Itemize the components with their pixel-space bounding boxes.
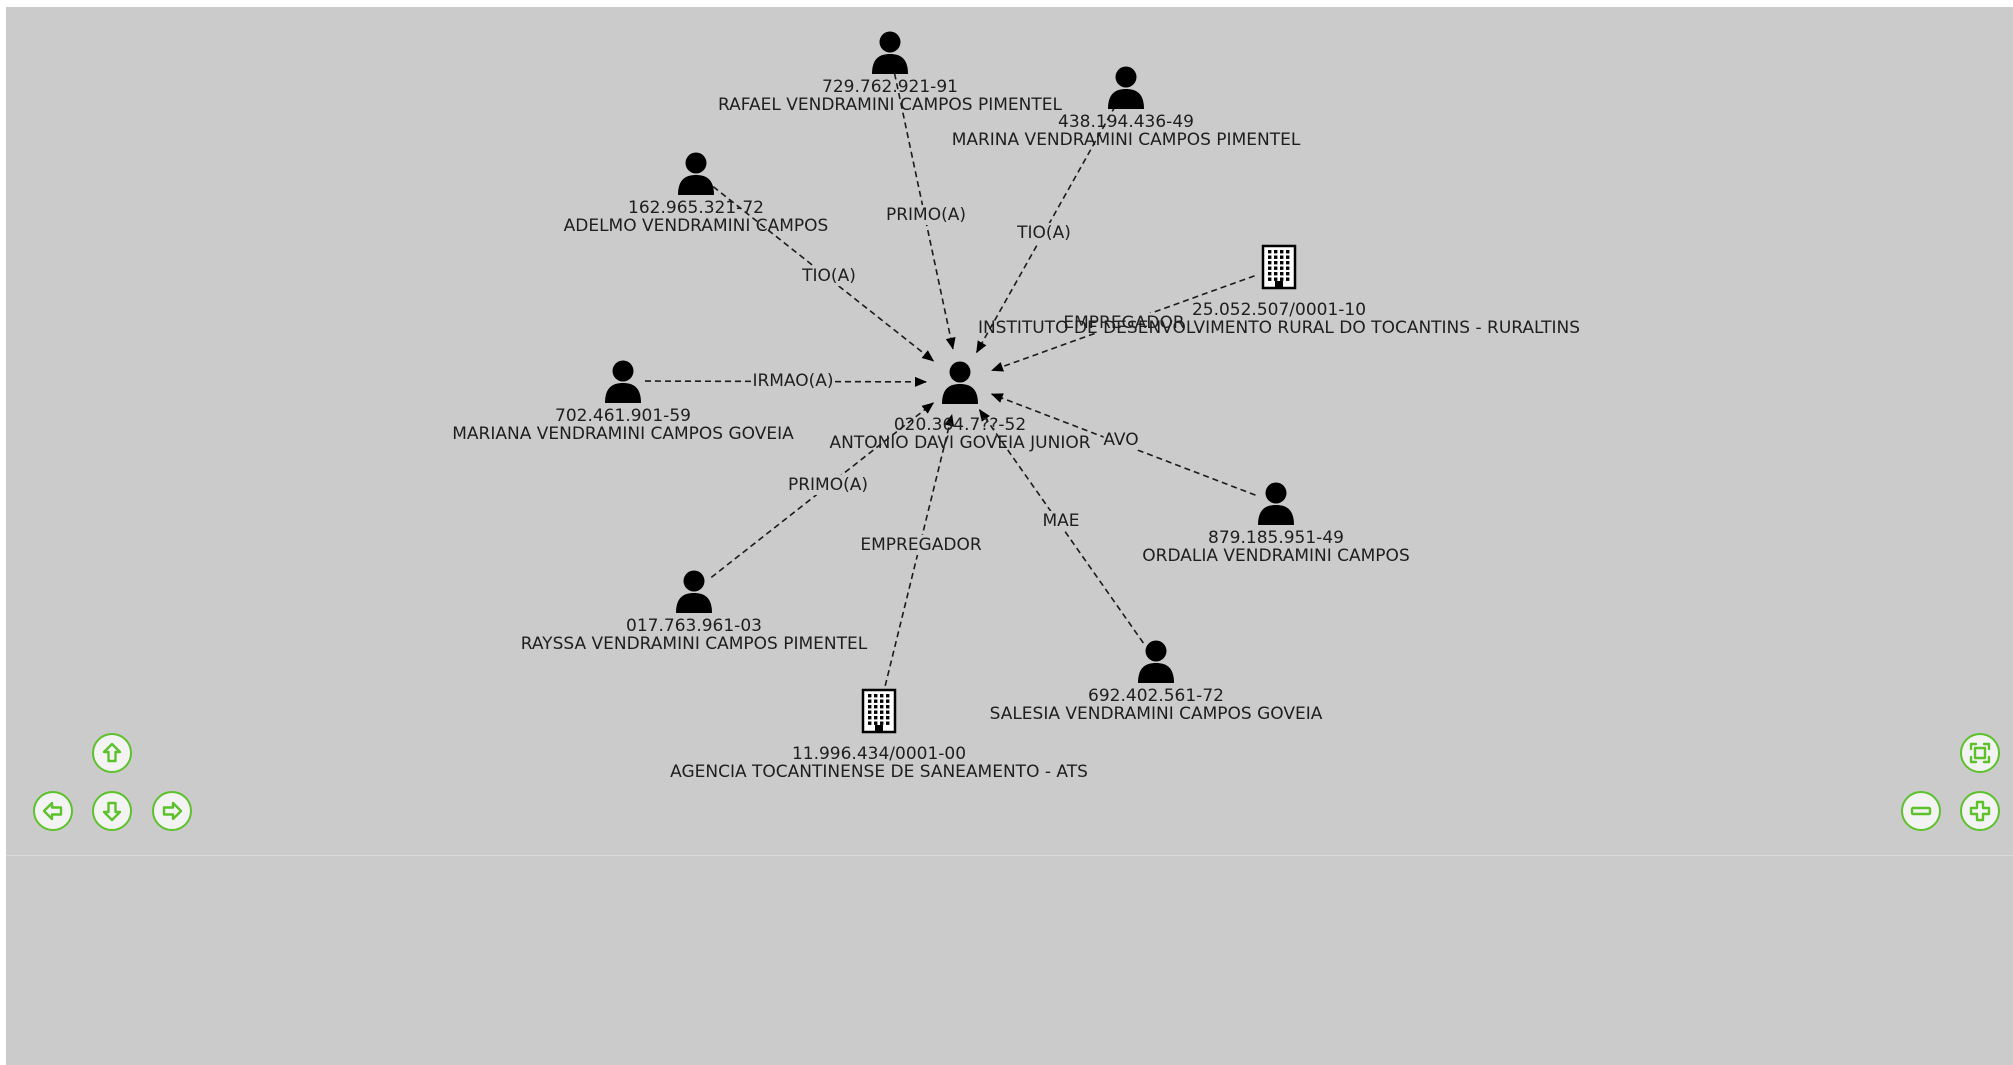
edge-label: AVO — [1103, 430, 1139, 450]
node-name-label: INSTITUTO DE DESENVOLVIMENTO RURAL DO TO… — [978, 318, 1580, 338]
building-icon[interactable] — [861, 688, 897, 734]
node-name-label: SALESIA VENDRAMINI CAMPOS GOVEIA — [990, 704, 1323, 724]
pan-up-button[interactable] — [92, 733, 132, 773]
edge-label: EMPREGADOR — [1063, 313, 1185, 333]
person-icon[interactable] — [678, 152, 714, 196]
relation-label: MAE — [1042, 511, 1079, 531]
person-icon[interactable] — [676, 570, 712, 614]
edge-label: PRIMO(A) — [786, 475, 870, 495]
edge-n9 — [884, 414, 955, 686]
node-name-label: RAYSSA VENDRAMINI CAMPOS PIMENTEL — [521, 634, 868, 654]
arrow-left-icon — [42, 801, 63, 821]
arrow-up-icon — [102, 742, 122, 763]
panel-divider — [6, 855, 2013, 856]
pan-right-button[interactable] — [152, 791, 192, 831]
building-icon[interactable] — [1261, 244, 1297, 290]
node-id-label: 879.185.951-49 — [1208, 528, 1344, 548]
node-name-label: ADELMO VENDRAMINI CAMPOS — [564, 216, 829, 236]
person-icon[interactable] — [942, 361, 978, 405]
minus-icon — [1910, 806, 1932, 816]
person-icon[interactable] — [872, 31, 908, 75]
zoom-in-button[interactable] — [1960, 791, 2000, 831]
relation-label: IRMAO(A) — [752, 371, 833, 391]
node-name-label: ORDALIA VENDRAMINI CAMPOS — [1142, 546, 1409, 566]
edge-label: TIO(A) — [1012, 223, 1076, 243]
center-name-label: ANTONIO DAVI GOVEIA JUNIOR — [829, 433, 1090, 453]
center-id-label: 020.364.7??-52 — [894, 415, 1026, 435]
node-id-label: 162.965.321-72 — [628, 198, 764, 218]
arrow-down-icon — [102, 801, 122, 822]
node-id-label: 702.461.901-59 — [555, 406, 691, 426]
node-name-label: MARIANA VENDRAMINI CAMPOS GOVEIA — [452, 424, 794, 444]
relation-label: TIO(A) — [1016, 223, 1071, 243]
edge-n4 — [991, 275, 1255, 372]
relationship-graph[interactable]: PRIMO(A) TIO(A) TIO(A) EMPREGADOR IRMAO(A) AV… — [6, 7, 2013, 855]
fit-screen-icon — [1969, 742, 1991, 764]
node-name-label: RAFAEL VENDRAMINI CAMPOS PIMENTEL — [718, 95, 1062, 115]
relation-label: PRIMO(A) — [886, 205, 966, 225]
node-id-label: 438.194.436-49 — [1058, 112, 1194, 132]
person-icon[interactable] — [1108, 66, 1144, 110]
person-icon[interactable] — [1138, 640, 1174, 684]
relation-label: PRIMO(A) — [788, 475, 868, 495]
person-icon[interactable] — [605, 360, 641, 404]
edge-label: TIO(A) — [797, 266, 861, 286]
node-id-label: 11.996.434/0001-00 — [792, 744, 966, 764]
node-id-label: 25.052.507/0001-10 — [1192, 300, 1366, 320]
arrow-right-icon — [162, 801, 183, 821]
person-icon[interactable] — [1258, 482, 1294, 526]
relation-label: EMPREGADOR — [1063, 313, 1184, 333]
node-name-label: AGENCIA TOCANTINENSE DE SANEAMENTO - ATS — [670, 762, 1088, 782]
plus-icon — [1969, 800, 1991, 822]
edge-label: IRMAO(A) — [751, 371, 835, 391]
network-canvas[interactable]: PRIMO(A) TIO(A) TIO(A) EMPREGADOR IRMAO(A) AV… — [6, 7, 2013, 1065]
node-id-label: 017.763.961-03 — [626, 616, 762, 636]
relation-label: TIO(A) — [801, 266, 856, 286]
fit-view-button[interactable] — [1960, 733, 2000, 773]
node-id-label: 729.762.921-91 — [822, 77, 958, 97]
pan-down-button[interactable] — [92, 791, 132, 831]
relation-label: AVO — [1103, 430, 1138, 450]
edge-label: PRIMO(A) — [884, 205, 968, 225]
edge-label: EMPREGADOR — [860, 535, 982, 555]
pan-left-button[interactable] — [33, 791, 73, 831]
edge-label: MAE — [1042, 511, 1080, 531]
zoom-out-button[interactable] — [1901, 791, 1941, 831]
node-id-label: 692.402.561-72 — [1088, 686, 1224, 706]
relation-label: EMPREGADOR — [860, 535, 981, 555]
node-name-label: MARINA VENDRAMINI CAMPOS PIMENTEL — [952, 130, 1301, 150]
